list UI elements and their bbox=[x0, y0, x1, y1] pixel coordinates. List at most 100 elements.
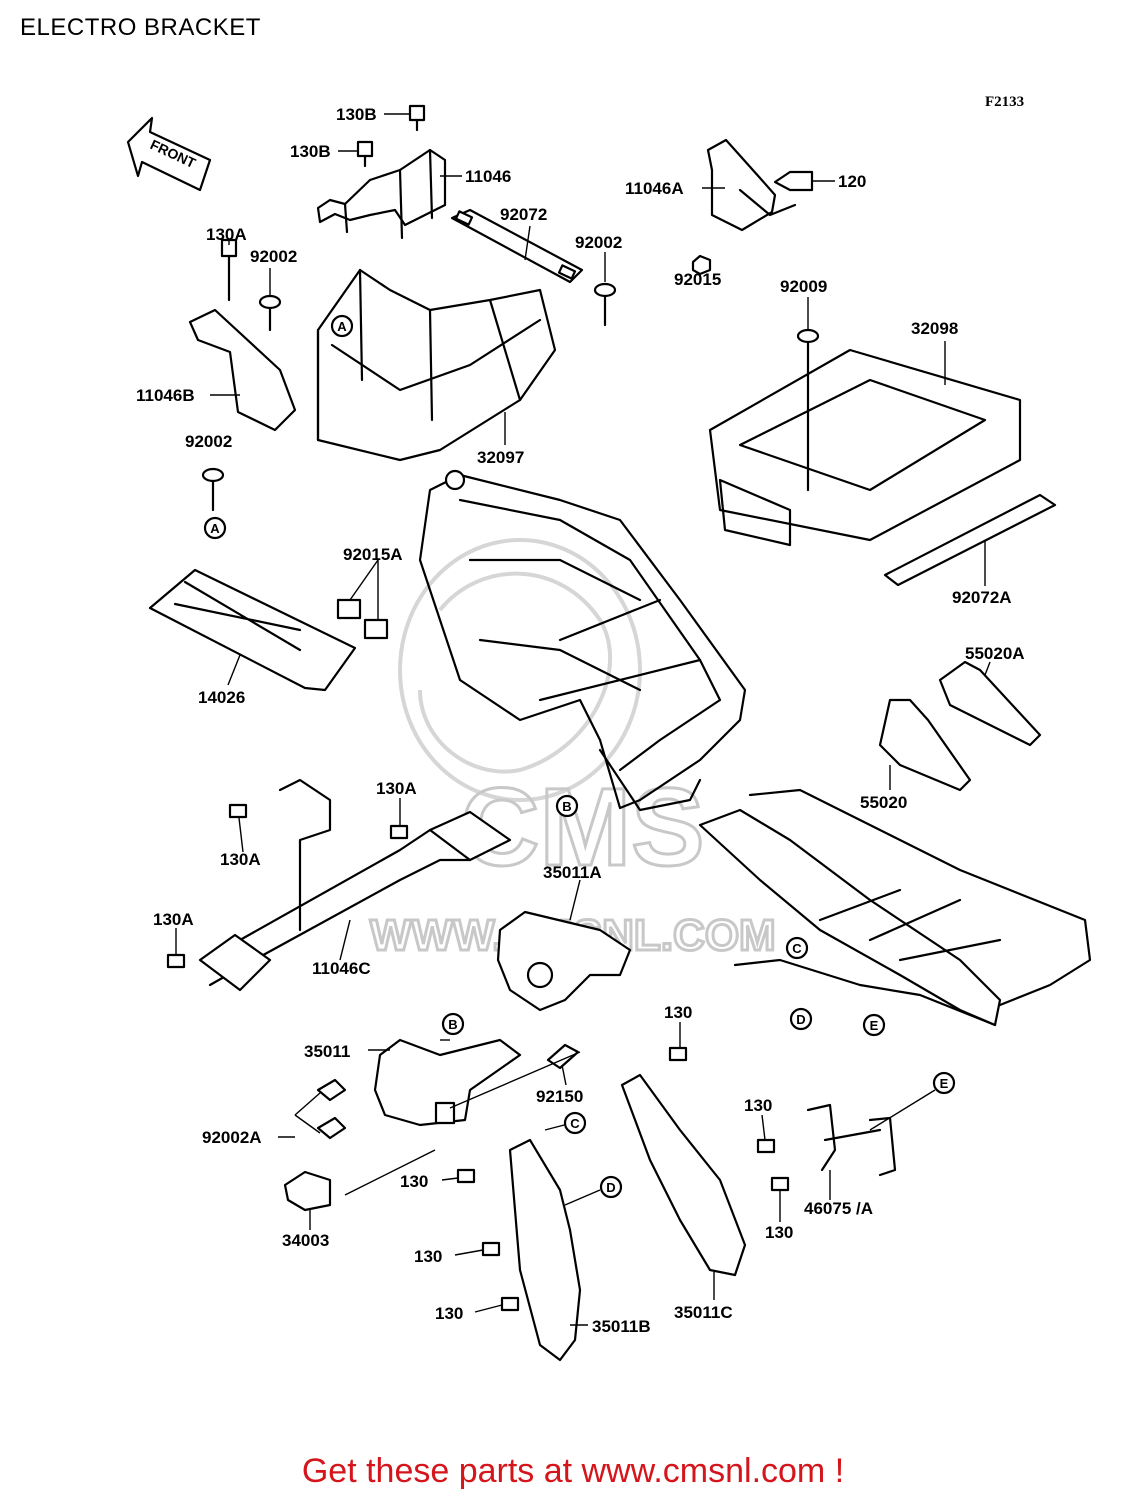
part-label: 130 bbox=[414, 1247, 442, 1266]
part-label: 92002 bbox=[250, 247, 297, 266]
svg-text:E: E bbox=[870, 1018, 879, 1033]
part-label: 92002 bbox=[575, 233, 622, 252]
battery-case-32097-drawing bbox=[316, 268, 557, 462]
part-label: 130 bbox=[744, 1096, 772, 1115]
bracket-35011a-drawing bbox=[496, 910, 632, 1012]
svg-text:A: A bbox=[337, 319, 347, 334]
nut-92015a-icon bbox=[363, 618, 389, 640]
front-arrow-icon: FRONT bbox=[126, 116, 212, 192]
part-label: 92009 bbox=[780, 277, 827, 296]
part-label: 130 bbox=[664, 1003, 692, 1022]
part-label: 130 bbox=[765, 1223, 793, 1242]
part-label: 14026 bbox=[198, 688, 245, 707]
rear-frame-drawing bbox=[698, 788, 1092, 1027]
part-labels: 130B 130B 11046 11046A 120 92072 92002 9… bbox=[136, 105, 1025, 1336]
nut-92015a-icon bbox=[336, 598, 362, 620]
part-label: 130B bbox=[336, 105, 377, 124]
part-label: 34003 bbox=[282, 1231, 329, 1250]
ref-marker-b: B bbox=[555, 794, 579, 818]
part-label: 35011 bbox=[304, 1042, 350, 1061]
part-label: 11046B bbox=[136, 386, 195, 405]
part-label: 92150 bbox=[536, 1087, 583, 1106]
bolt-130-icon bbox=[500, 1296, 520, 1312]
bolt-130-icon bbox=[668, 1046, 688, 1062]
bracket-11046b-drawing bbox=[188, 308, 297, 432]
bolt-130a-icon bbox=[389, 824, 409, 840]
strap-92072a-drawing bbox=[883, 493, 1057, 587]
leader-lines bbox=[175, 113, 991, 1326]
nut-92015-icon bbox=[691, 254, 712, 276]
ref-marker-d: D bbox=[599, 1175, 623, 1199]
figure-code: F2133 bbox=[985, 94, 1025, 110]
bolt-130-icon bbox=[756, 1138, 776, 1154]
tray-32098-drawing bbox=[708, 348, 1022, 547]
strap-92072-drawing bbox=[450, 208, 584, 284]
part-label: 35011B bbox=[592, 1317, 651, 1336]
ref-marker-a: A bbox=[330, 314, 354, 338]
svg-text:C: C bbox=[792, 941, 802, 956]
part-label: 55020 bbox=[860, 793, 907, 812]
part-label: 35011C bbox=[674, 1303, 733, 1322]
plate-55020-drawing bbox=[878, 698, 972, 792]
reference-markers: A A B B C C D D bbox=[203, 314, 956, 1199]
plate-55020a-drawing bbox=[938, 660, 1042, 747]
bolt-130a-icon bbox=[166, 953, 186, 969]
nut-92002-icon bbox=[258, 294, 282, 332]
part-label: 92072 bbox=[500, 205, 547, 224]
part-label: 92002A bbox=[202, 1128, 262, 1147]
clip-11046a-drawing bbox=[706, 138, 797, 232]
ref-marker-c: C bbox=[785, 936, 809, 960]
part-label: 11046 bbox=[465, 167, 511, 186]
bolt-130b-icon bbox=[408, 104, 426, 132]
part-label: 120 bbox=[838, 172, 866, 191]
svg-text:B: B bbox=[448, 1017, 457, 1032]
bolt-130b-icon bbox=[356, 140, 374, 168]
part-label: 11046A bbox=[625, 179, 684, 198]
part-label: 92072A bbox=[952, 588, 1012, 607]
part-label: 11046C bbox=[312, 959, 371, 978]
part-label: 130A bbox=[220, 850, 261, 869]
part-label: 55020A bbox=[965, 644, 1025, 663]
part-label: 130 bbox=[400, 1172, 428, 1191]
nut-92002-icon bbox=[201, 467, 225, 512]
bolt-130a-icon bbox=[228, 803, 248, 819]
svg-text:A: A bbox=[210, 521, 220, 536]
part-label: 92015 bbox=[674, 270, 721, 289]
svg-text:C: C bbox=[570, 1116, 580, 1131]
svg-text:E: E bbox=[940, 1076, 949, 1091]
ref-marker-b: B bbox=[441, 1012, 465, 1036]
part-label: 35011A bbox=[543, 863, 602, 882]
footer-link[interactable]: Get these parts at www.cmsnl.com ! bbox=[301, 1452, 845, 1490]
part-label: 32098 bbox=[911, 319, 958, 338]
ref-marker-e: E bbox=[932, 1071, 956, 1095]
part-label: 92015A bbox=[343, 545, 403, 564]
ref-marker-a: A bbox=[203, 516, 227, 540]
bracket-35011-drawing bbox=[373, 1038, 522, 1127]
bracket-35011c-drawing bbox=[620, 1073, 747, 1277]
plate-14026-drawing bbox=[148, 568, 357, 692]
part-label: 32097 bbox=[477, 448, 524, 467]
part-label: 92002 bbox=[185, 432, 232, 451]
page-title: ELECTRO BRACKET bbox=[20, 14, 261, 41]
stay-46075-drawing bbox=[806, 1103, 897, 1177]
svg-text:D: D bbox=[606, 1180, 615, 1195]
svg-text:B: B bbox=[562, 799, 571, 814]
nut-92002-icon bbox=[593, 282, 617, 327]
main-frame-drawing bbox=[418, 469, 747, 812]
part-label: 46075 /A bbox=[804, 1199, 873, 1218]
part-label: 130B bbox=[290, 142, 331, 161]
ref-marker-d: D bbox=[789, 1007, 813, 1031]
part-label: 130A bbox=[153, 910, 194, 929]
bolt-130-icon bbox=[770, 1176, 790, 1192]
bolt-92002a-icon bbox=[316, 1078, 347, 1102]
bracket-35011b-drawing bbox=[508, 1138, 582, 1362]
bolt-34003-icon bbox=[283, 1170, 332, 1212]
bolt-130-icon bbox=[456, 1168, 476, 1184]
part-label: 130A bbox=[376, 779, 417, 798]
part-label: 130A bbox=[206, 225, 247, 244]
bolt-130a-icon bbox=[220, 238, 238, 302]
ref-marker-c: C bbox=[563, 1111, 587, 1135]
part-label: 130 bbox=[435, 1304, 463, 1323]
bracket-11046-drawing bbox=[316, 148, 447, 240]
